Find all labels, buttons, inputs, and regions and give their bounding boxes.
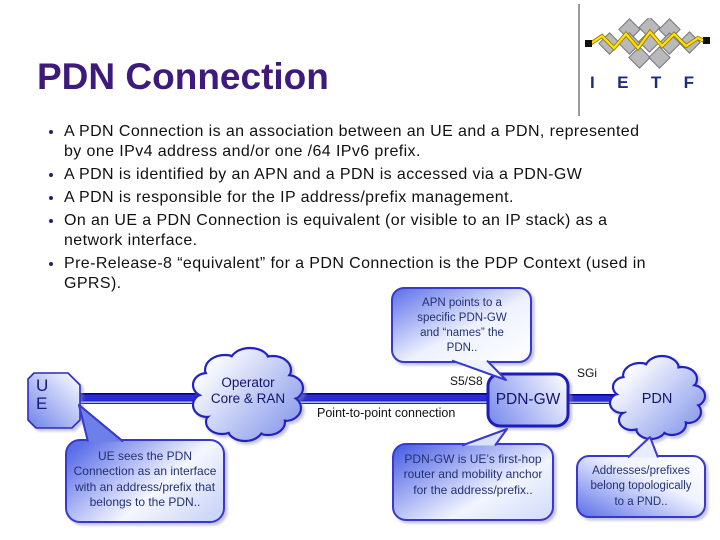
pdn-cloud-shape [608,354,707,441]
pdn-gw-node-label: PDN-GW [495,391,561,408]
callout-ue-text: UE sees the PDN Connection as an interfa… [73,449,217,509]
bullet-item: A PDN Connection is an association betwe… [64,122,646,162]
ue-node-label: U E [36,376,49,413]
s5s8-interface-label: S5/S8 [450,374,483,388]
bullet-item: On an UE a PDN Connection is equivalent … [64,211,646,251]
callout-pdn-text: Addresses/prefixes belong topologically … [590,465,692,508]
callout-apn-bubble [391,287,532,381]
bullet-item: Pre-Release-8 “equivalent” for a PDN Con… [64,254,646,294]
pdn-gw-box-shape [486,372,570,428]
sgi-interface-label: SGi [577,366,598,380]
callout-apn-text: APN points to a specific PDN-GW and “nam… [417,297,507,354]
operator-cloud-label: Operator Core & RAN [194,375,302,407]
operator-cloud-label-line2: Core & RAN [210,391,286,406]
operator-cloud-shape [191,346,305,443]
bullet-item: A PDN is identified by an APN and a PDN … [64,165,646,185]
callout-pdngw-bubble [392,428,554,521]
callout-pdngw-text: PDN-GW is UE’s first-hop router and mobi… [403,452,543,497]
divider-line [578,4,580,116]
zigzag-endpoint-right [703,37,710,44]
zigzag-endpoint-left [585,40,592,47]
connection-line-right [565,394,627,404]
pdn-cloud-label: PDN [641,391,673,407]
bullet-list: A PDN Connection is an association betwe… [40,122,646,297]
callout-ue-bubble [65,404,225,523]
point-to-point-label: Point-to-point connection [317,406,456,420]
page-title: PDN Connection [37,56,329,97]
ietf-logo: IETF [585,18,710,92]
zigzag-line [589,30,707,50]
bullet-item: A PDN is responsible for the IP address/… [64,188,646,208]
ue-box-shape [27,372,81,429]
operator-cloud-label-line1: Operator [221,375,275,390]
callout-pdn-bubble [576,436,706,518]
